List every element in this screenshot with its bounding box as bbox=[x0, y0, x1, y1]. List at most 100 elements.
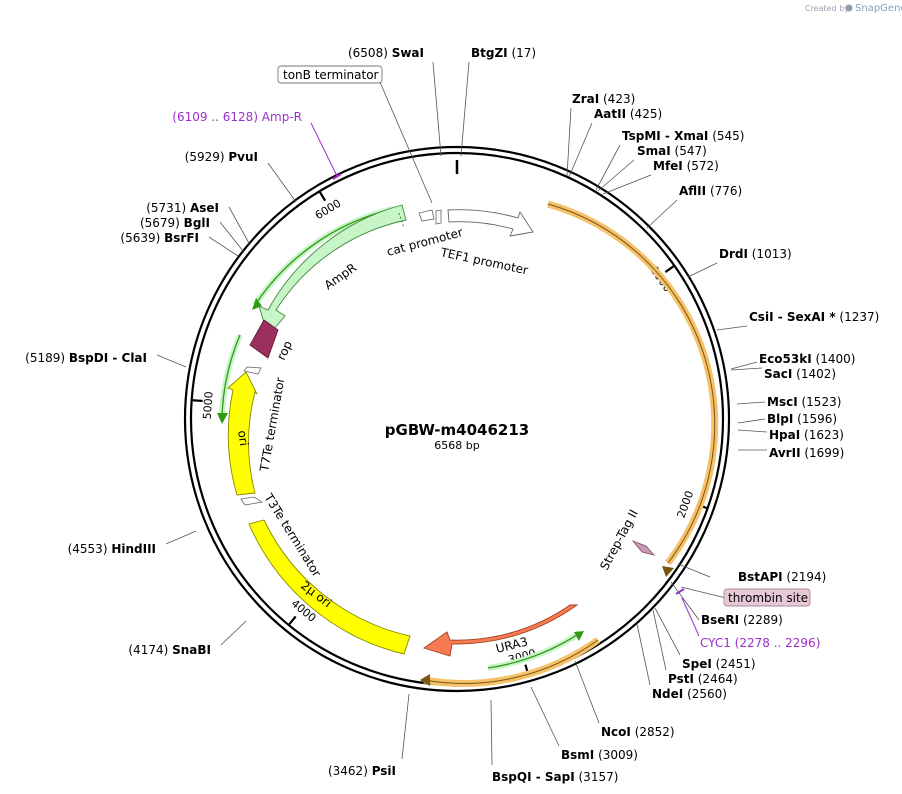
strep-tag-ii-feature[interactable] bbox=[631, 540, 656, 556]
site-bgli[interactable]: (5679) BglI bbox=[140, 216, 244, 252]
site-label: ZraI (423) bbox=[572, 92, 635, 106]
ori-label: ori bbox=[235, 429, 251, 446]
site-hpai[interactable]: HpaI (1623) bbox=[737, 428, 844, 442]
site-snabi[interactable]: (4174) SnaBI bbox=[128, 620, 247, 657]
tef1-promoter-arrow[interactable] bbox=[447, 209, 534, 237]
tef1-promoter-label: TEF1 promoter bbox=[438, 245, 529, 277]
site-leader bbox=[220, 620, 247, 646]
rop-arrow[interactable] bbox=[249, 319, 279, 359]
amp-r-primer-leader bbox=[310, 122, 338, 177]
green-feature-line-bottom bbox=[487, 632, 581, 669]
site-leader bbox=[401, 693, 410, 760]
tick-label-5000: 5000 bbox=[201, 391, 216, 420]
site-bspdi[interactable]: (5189) BspDI - ClaI bbox=[25, 351, 187, 368]
site-spei[interactable]: SpeI (2451) bbox=[654, 607, 756, 671]
site-label: MfeI (572) bbox=[653, 159, 719, 173]
site-leader bbox=[736, 401, 766, 405]
site-tspmi[interactable]: TspMI - XmaI (545) bbox=[595, 129, 744, 191]
site-leader bbox=[730, 361, 758, 370]
thrombin-site-text: thrombin site bbox=[728, 591, 808, 605]
site-msci[interactable]: MscI (1523) bbox=[736, 395, 841, 409]
primer-label-amp-r[interactable]: (6109 .. 6128) Amp-R bbox=[172, 110, 302, 124]
site-csii[interactable]: CsiI - SexAI * (1237) bbox=[716, 310, 879, 331]
orange-feature-line-bottom bbox=[423, 639, 599, 684]
site-leader bbox=[568, 122, 593, 178]
amp-r-primer-mark bbox=[332, 173, 342, 180]
two-mu-ori-block[interactable] bbox=[248, 519, 411, 655]
site-aflii[interactable]: AflII (776) bbox=[646, 184, 742, 229]
credit: Created by SnapGene bbox=[805, 3, 902, 14]
site-bseri[interactable]: BseRI (2289) bbox=[670, 581, 783, 627]
site-mfei[interactable]: MfeI (572) bbox=[602, 159, 719, 195]
ura3-arrow[interactable] bbox=[422, 604, 579, 657]
tonb-terminator-label[interactable]: tonB terminator bbox=[277, 65, 433, 204]
site-label: BseRI (2289) bbox=[701, 613, 783, 627]
orange-feature-line-right bbox=[547, 203, 716, 564]
site-label: SpeI (2451) bbox=[682, 657, 756, 671]
site-aatii[interactable]: AatII (425) bbox=[568, 107, 662, 178]
cyc1-primer-mark bbox=[675, 588, 685, 595]
site-pvui[interactable]: (5929) PvuI bbox=[185, 150, 297, 203]
site-label: HpaI (1623) bbox=[769, 428, 844, 442]
t7te-terminator-arrow[interactable] bbox=[243, 366, 262, 375]
t3te-terminator-arrow[interactable] bbox=[240, 496, 264, 506]
credit-prefix: Created by bbox=[805, 4, 849, 13]
site-smai[interactable]: SmaI (547) bbox=[597, 144, 707, 192]
site-label: (5929) PvuI bbox=[185, 150, 258, 164]
site-drdi[interactable]: DrdI (1013) bbox=[687, 247, 792, 278]
primer-label-cyc1[interactable]: CYC1 (2278 .. 2296) bbox=[700, 636, 820, 650]
green-feature-line-left bbox=[221, 334, 241, 419]
site-psii[interactable]: (3462) PsiI bbox=[328, 693, 410, 778]
site-leader bbox=[636, 623, 651, 686]
site-bstapi[interactable]: BstAPI (2194) bbox=[677, 563, 826, 584]
site-leader bbox=[574, 660, 600, 724]
backbone-outer bbox=[183, 145, 731, 693]
site-leader bbox=[595, 144, 621, 191]
thrombin-site-label[interactable]: thrombin site bbox=[680, 586, 811, 607]
site-bspqi[interactable]: BspQI - SapI (3157) bbox=[490, 699, 618, 784]
site-leader bbox=[219, 221, 244, 252]
site-leader bbox=[646, 199, 678, 229]
site-zrai[interactable]: ZraI (423) bbox=[566, 92, 635, 177]
site-leader bbox=[677, 563, 711, 578]
tonb-terminator-text: tonB terminator bbox=[283, 68, 379, 82]
ori-arrow[interactable] bbox=[227, 371, 258, 496]
orange-arrowhead-bottom bbox=[420, 674, 430, 686]
t7te-terminator-label: T7Te terminator bbox=[257, 376, 288, 473]
site-label: BlpI (1596) bbox=[767, 412, 837, 426]
site-label: BtgZI (17) bbox=[471, 46, 536, 60]
site-label: (5731) AseI bbox=[146, 201, 219, 215]
site-blpi[interactable]: BlpI (1596) bbox=[737, 412, 837, 426]
primer-labels: (6109 .. 6128) Amp-R CYC1 (2278 .. 2296) bbox=[172, 110, 820, 650]
site-leader bbox=[654, 607, 681, 656]
ampr-arrow[interactable] bbox=[258, 204, 407, 337]
restriction-sites: (6508) SwaI BtgZI (17) ZraI (423)AatII (42… bbox=[25, 46, 879, 784]
site-hindiii[interactable]: (4553) HindIII bbox=[68, 530, 197, 556]
site-leader bbox=[652, 609, 667, 671]
site-label: AvrII (1699) bbox=[769, 446, 844, 460]
site-leader bbox=[530, 686, 560, 747]
site-swai[interactable]: (6508) SwaI bbox=[348, 46, 442, 157]
site-ndei[interactable]: NdeI (2560) bbox=[636, 623, 727, 701]
site-ncoi[interactable]: NcoI (2852) bbox=[574, 660, 675, 739]
site-asei[interactable]: (5731) AseI bbox=[146, 201, 251, 246]
site-eco53ki[interactable]: Eco53kI (1400) bbox=[730, 352, 855, 370]
site-bsrfi[interactable]: (5639) BsrFI bbox=[120, 231, 239, 257]
tick-mark-4000 bbox=[288, 615, 297, 625]
site-leader bbox=[737, 418, 766, 424]
site-label: (5679) BglI bbox=[140, 216, 210, 230]
site-leader bbox=[156, 354, 187, 368]
site-label: NcoI (2852) bbox=[601, 725, 675, 739]
site-btgzi[interactable]: BtgZI (17) bbox=[460, 46, 536, 157]
site-label: (4174) SnaBI bbox=[128, 643, 211, 657]
site-leader bbox=[602, 174, 652, 195]
site-psti[interactable]: PstI (2464) bbox=[652, 609, 738, 686]
rop-label: rop bbox=[274, 339, 295, 363]
site-label: (3462) PsiI bbox=[328, 764, 396, 778]
site-label: Eco53kI (1400) bbox=[759, 352, 855, 366]
site-label: PstI (2464) bbox=[668, 672, 738, 686]
site-saci[interactable]: SacI (1402) bbox=[730, 367, 836, 381]
site-avrii[interactable]: AvrII (1699) bbox=[738, 446, 844, 460]
site-bsmi[interactable]: BsmI (3009) bbox=[530, 686, 638, 762]
cat-promoter-arrow[interactable] bbox=[418, 209, 435, 222]
